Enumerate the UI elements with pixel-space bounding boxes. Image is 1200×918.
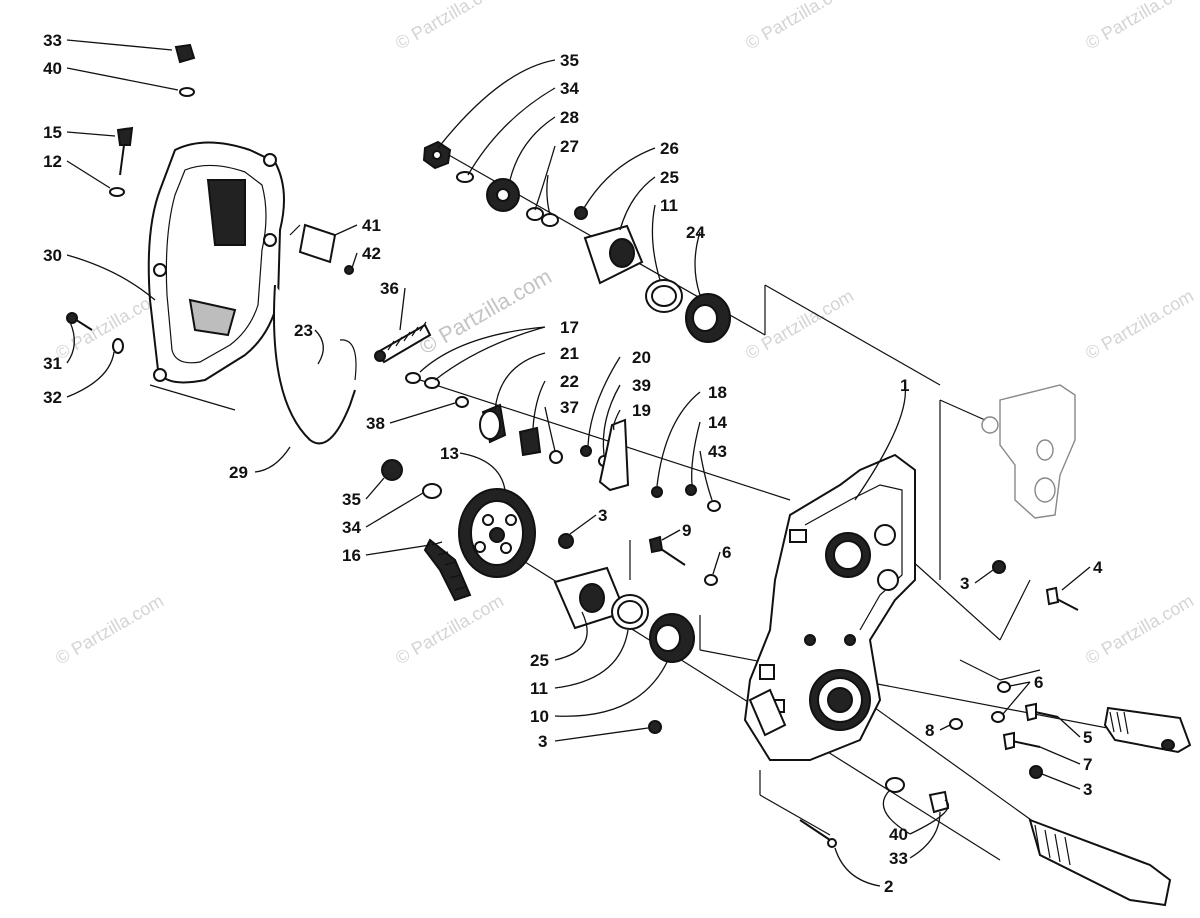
middle-shaft-parts	[479, 403, 721, 512]
watermark: © Partzilla.com	[52, 590, 167, 668]
callout-28: 28	[560, 108, 579, 127]
callout-13: 13	[440, 444, 459, 463]
callout-43: 43	[708, 442, 727, 461]
callout-9: 9	[682, 521, 691, 540]
callout-15: 15	[43, 123, 62, 142]
callout-6-right: 6	[1034, 673, 1043, 692]
callout-32: 32	[43, 388, 62, 407]
callout-33-lower: 33	[889, 849, 908, 868]
callout-25-lower: 25	[530, 651, 549, 670]
callout-11-lower: 11	[530, 679, 548, 698]
watermark-center: © Partzilla.com	[415, 264, 556, 360]
callout-1: 1	[900, 376, 909, 395]
callout-36: 36	[380, 279, 399, 298]
gear-case	[743, 453, 916, 761]
callout-11: 11	[660, 196, 678, 215]
watermark: © Partzilla.com	[392, 0, 507, 53]
callout-29: 29	[229, 463, 248, 482]
callout-19: 19	[632, 401, 651, 420]
callout-20: 20	[632, 348, 651, 367]
watermark: © Partzilla.com	[1082, 590, 1197, 668]
callout-40-lower: 40	[889, 825, 908, 844]
lower-sprocket	[381, 459, 536, 602]
callout-23: 23	[294, 321, 313, 340]
watermark: © Partzilla.com	[742, 285, 857, 363]
cover-hardware	[66, 43, 354, 354]
callout-40: 40	[43, 59, 62, 78]
callout-26: 26	[660, 139, 679, 158]
callout-5: 5	[1083, 728, 1092, 747]
callout-39: 39	[632, 376, 651, 395]
lower-shaft-parts	[553, 533, 718, 734]
callout-3: 3	[598, 506, 607, 525]
chain-case-cover	[147, 141, 285, 384]
callout-34-lower: 34	[342, 518, 361, 537]
callout-16: 16	[342, 546, 361, 565]
upper-shaft-parts	[422, 140, 731, 343]
callout-18: 18	[708, 383, 727, 402]
callout-3-lower: 3	[538, 732, 547, 751]
callout-3-far-right: 3	[1083, 780, 1092, 799]
watermark: © Partzilla.com	[1082, 0, 1197, 53]
callout-38: 38	[366, 414, 385, 433]
watermark: © Partzilla.com	[1082, 285, 1197, 363]
callout-4: 4	[1093, 558, 1103, 577]
callout-21: 21	[560, 344, 579, 363]
callout-24: 24	[686, 223, 705, 242]
watermark: © Partzilla.com	[392, 590, 507, 668]
callout-37: 37	[560, 398, 579, 417]
callout-33: 33	[43, 31, 62, 50]
callout-17: 17	[560, 318, 579, 337]
callout-41: 41	[362, 216, 381, 235]
callout-8: 8	[925, 721, 934, 740]
callout-2: 2	[884, 877, 893, 896]
callout-25: 25	[660, 168, 679, 187]
watermark: © Partzilla.com	[742, 0, 857, 53]
right-hardware	[799, 560, 1192, 907]
callout-31: 31	[43, 354, 62, 373]
callout-labels: 33 40 15 12 30 31 32 41 42 36 23 29 35 3…	[43, 31, 1103, 896]
tensioner-parts	[273, 284, 469, 445]
callout-10: 10	[530, 707, 549, 726]
callout-42: 42	[362, 244, 381, 263]
callout-35: 35	[560, 51, 579, 70]
ghost-bracket	[981, 384, 1076, 519]
callout-30: 30	[43, 246, 62, 265]
callout-34: 34	[560, 79, 579, 98]
leader-lines	[66, 39, 1091, 887]
callout-22: 22	[560, 372, 579, 391]
callout-3-right: 3	[960, 574, 969, 593]
callout-14: 14	[708, 413, 727, 432]
callout-35-lower: 35	[342, 490, 361, 509]
callout-12: 12	[43, 152, 62, 171]
callout-27: 27	[560, 137, 579, 156]
callout-7: 7	[1083, 755, 1092, 774]
callout-6: 6	[722, 543, 731, 562]
assembly-lines	[149, 149, 1171, 861]
